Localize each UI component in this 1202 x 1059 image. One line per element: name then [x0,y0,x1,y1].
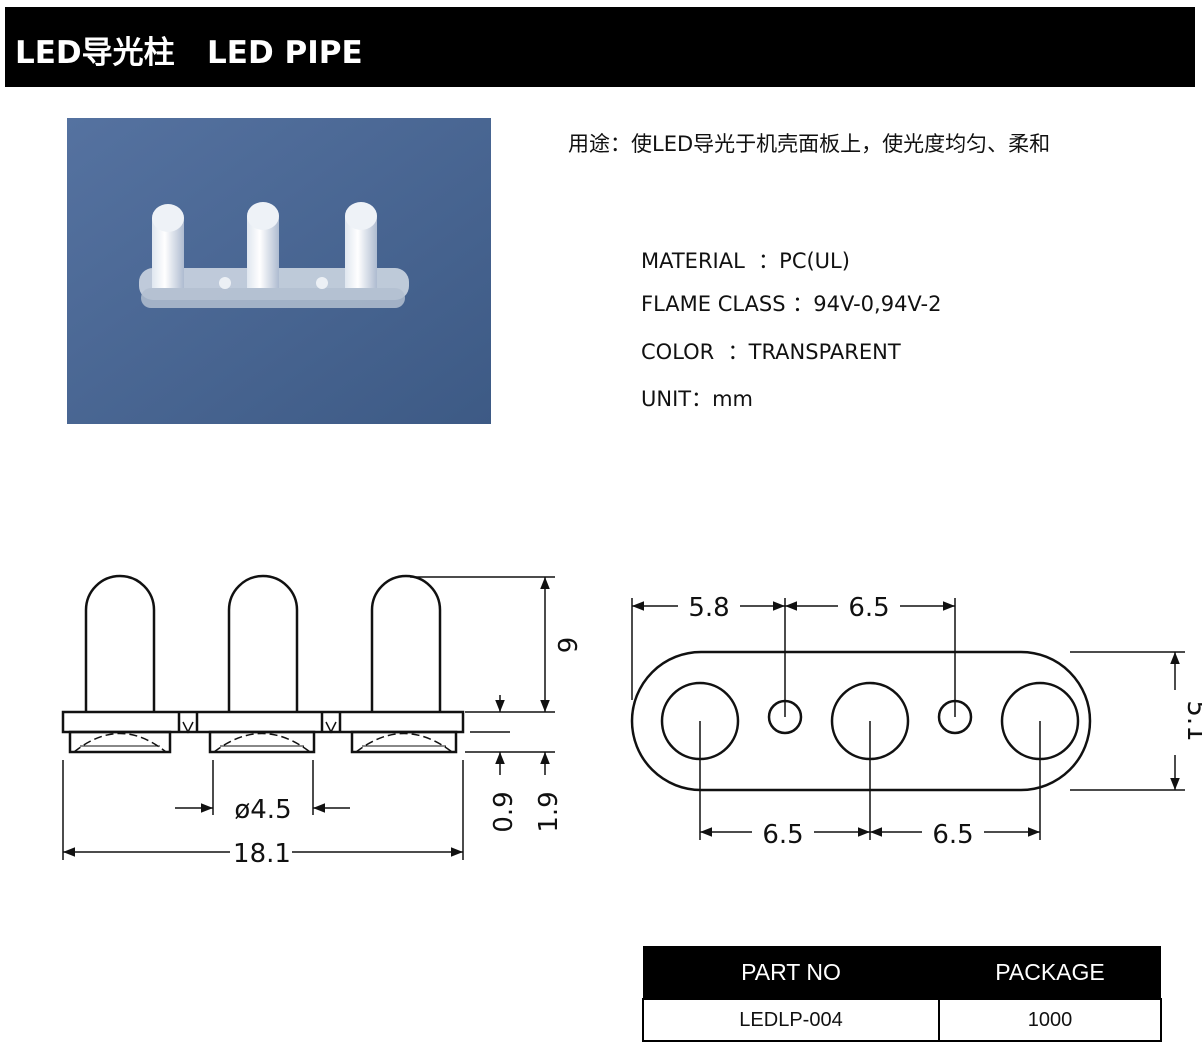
cell-part-no: LEDLP-004 [642,998,940,1042]
dim-pitch-left: 6.5 [762,820,803,850]
header-part-no: PART NO [643,946,939,999]
table-row: LEDLP-004 1000 [642,998,1162,1042]
cell-package: 1000 [938,998,1162,1042]
dim-pitch-top: 6.5 [848,593,889,623]
dim-first-offset: 5.8 [688,593,729,623]
spec-material: MATERIAL ：PC(UL) [641,249,850,273]
page-header: LED导光柱 LED PIPE [5,7,1195,87]
usage-text: 用途：使LED导光于机壳面板上，使光度均匀、柔和 [568,132,1051,156]
product-photo [67,118,491,424]
part-table: PART NO PACKAGE LEDLP-004 1000 [642,946,1162,1042]
header-package: PACKAGE [939,946,1161,999]
dim-length: 18.1 [233,839,291,869]
dim-diameter: ø4.5 [234,795,291,825]
dim-width: 5.1 [1181,700,1202,741]
dim-height: 6 [551,637,581,654]
dim-total: 1.9 [534,791,564,832]
side-view [61,574,465,754]
header-title: LED导光柱 LED PIPE [15,35,363,71]
dim-pitch-right: 6.5 [932,820,973,850]
spec-flame-class: FLAME CLASS ：94V-0,94V-2 [641,292,942,316]
spec-color: COLOR ：TRANSPARENT [641,340,901,364]
technical-drawing: 6 0.9 1.9 ø4.5 18.1 5.8 6.5 5.1 6.5 6.5 [61,574,1202,869]
dim-base: 0.9 [489,791,519,832]
spec-unit: UNIT：mm [641,387,754,411]
